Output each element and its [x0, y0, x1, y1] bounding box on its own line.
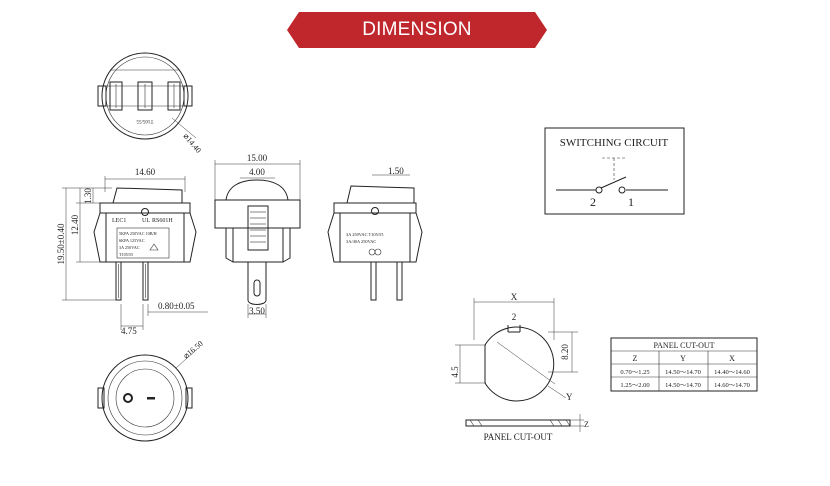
cutout-x-label: X — [511, 292, 518, 302]
bottom-view: ⌀16.50 — [97, 339, 205, 442]
table-header-x: X — [729, 354, 735, 363]
table-cell: 1.25～2.00 — [620, 382, 649, 389]
front-marking-lec: LEC1 — [112, 218, 126, 224]
cutout-z-label: Z — [584, 420, 589, 429]
top-body-label: T105/55 — [136, 118, 153, 123]
panel-cutout-drawing: X 2 Y 8.20 4.5 Z PANEL CUT-OUT — [450, 292, 589, 442]
side-width-label: 15.00 — [247, 153, 268, 163]
rear-view: 1.50 3A 250VAC T105/55 3A/40A 250VAC — [327, 166, 423, 301]
front-h3-label: 19.50±0.40 — [56, 223, 66, 264]
cutout-pin-label: 2 — [512, 312, 517, 322]
rear-rating-1: 3A 250VAC T105/55 — [346, 232, 384, 237]
side-pin-label: 3.50 — [249, 306, 265, 316]
cutout-y-label: Y — [566, 392, 573, 402]
front-width-label: 14.60 — [135, 167, 156, 177]
circuit-title: SWITCHING CIRCUIT — [560, 137, 669, 149]
table-header-z: Z — [633, 354, 638, 363]
rear-rating-2: 3A/40A 250VAC — [346, 239, 376, 244]
table-title: PANEL CUT-OUT — [653, 341, 714, 350]
top-view: T105/55 ⌀14.40 — [97, 52, 203, 155]
table-cell: 14.50～14.70 — [665, 382, 701, 389]
circuit-pin-1: 1 — [628, 195, 634, 209]
cutout-caption: PANEL CUT-OUT — [484, 432, 553, 442]
front-h1-label: 1.30 — [83, 188, 93, 204]
cutout-flat-label: 4.5 — [450, 366, 460, 378]
top-diameter-label: ⌀14.40 — [181, 132, 203, 155]
circuit-pin-2: 2 — [590, 195, 596, 209]
on-mark — [147, 397, 155, 400]
front-rating-4: T105/55 — [119, 252, 133, 257]
front-view: 14.60 LEC1 UL RS601H 5KPA 250VAC 10B/H 6… — [56, 167, 208, 336]
front-rating-1: 5KPA 250VAC 10B/H — [119, 231, 157, 236]
front-h2-label: 12.40 — [70, 214, 80, 235]
front-rating-2: 6KPA 125VAC — [119, 238, 145, 243]
bottom-diameter-label: ⌀16.50 — [182, 339, 205, 361]
header-banner — [287, 12, 547, 48]
table-header-y: Y — [680, 354, 686, 363]
table-cell: 14.60～14.70 — [714, 382, 750, 389]
cutout-table: PANEL CUT-OUT Z Y X 0.70～1.25 14.50～14.7… — [610, 337, 758, 392]
table-cell: 0.70～1.25 — [620, 369, 649, 376]
side-cap-label: 4.00 — [249, 167, 265, 177]
front-pin-width-label: 0.80±0.05 — [158, 301, 195, 311]
front-marking-model: RS601H — [152, 218, 173, 224]
cutout-height-label: 8.20 — [560, 344, 570, 360]
table-cell: 14.50～14.70 — [665, 369, 701, 376]
rear-pin-label: 1.50 — [388, 166, 404, 176]
front-rating-3: 3A 250VAC — [119, 245, 140, 250]
off-mark — [123, 393, 133, 403]
header-title: DIMENSION — [362, 19, 472, 40]
side-view: 15.00 4.00 3.50 — [214, 153, 301, 318]
front-pin-gap-label: 4.75 — [121, 326, 137, 336]
switching-circuit: SWITCHING CIRCUIT 2 1 — [544, 127, 685, 215]
table-cell: 14.40～14.60 — [714, 369, 750, 376]
front-marking-ul: UL — [142, 218, 150, 224]
